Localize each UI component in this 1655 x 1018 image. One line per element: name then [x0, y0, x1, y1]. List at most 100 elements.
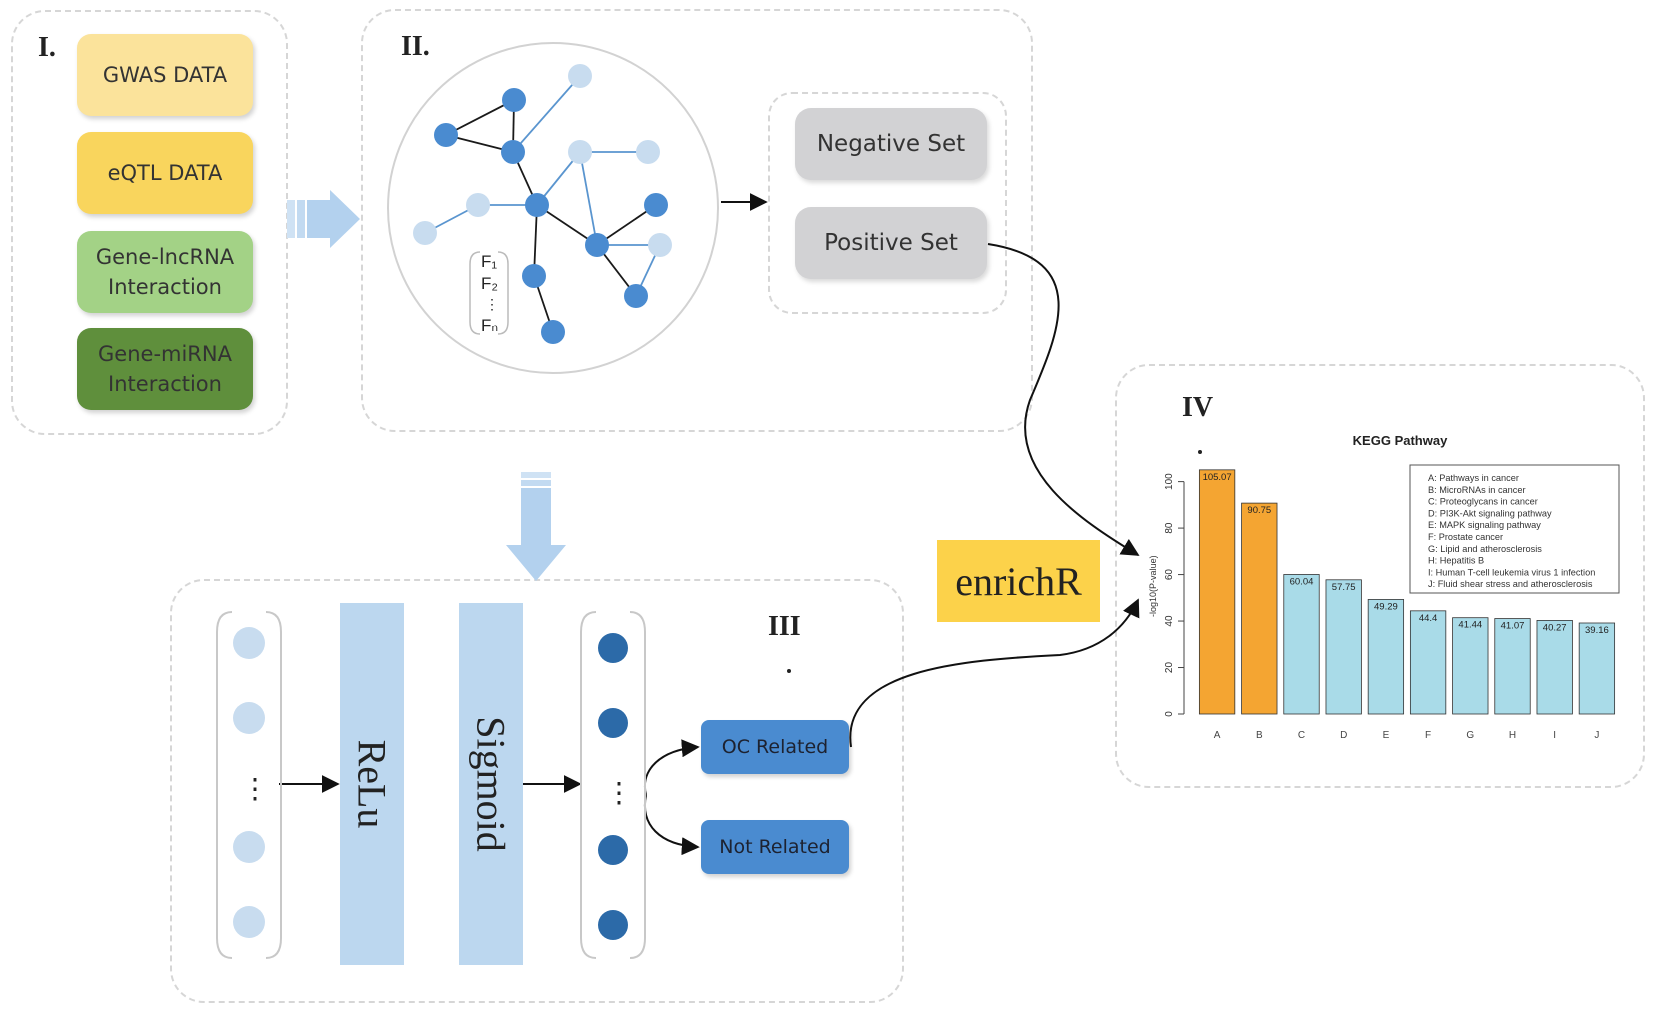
panel-1-label: I. [38, 32, 56, 63]
input-node [233, 702, 265, 734]
output-node [598, 633, 628, 663]
network-edge [445, 99, 515, 136]
x-tick-label: I [1553, 730, 1556, 741]
feature-vector: F₁ F₂ ⋮ Fₙ [469, 251, 509, 335]
input-node [233, 627, 265, 659]
input-layer: ⋮ [216, 611, 282, 959]
y-tick-label: 20 [1164, 662, 1175, 674]
legend-entry: E: MAPK signaling pathway [1428, 520, 1541, 530]
negative-set-box: Negative Set [795, 108, 987, 180]
bar [1325, 579, 1362, 715]
relu-layer: ReLu [340, 603, 404, 965]
x-tick-label: E [1383, 730, 1390, 741]
feature-fn: Fₙ [481, 316, 498, 335]
output-node [598, 708, 628, 738]
x-tick-label: G [1466, 730, 1474, 741]
arrow-to-oc-related [643, 739, 700, 796]
kegg-chart: KEGG Pathway020406080100-log10(P-value)1… [1148, 433, 1620, 741]
network-node [636, 140, 660, 164]
y-tick-label: 100 [1164, 473, 1175, 490]
flow-arrow-right [287, 190, 360, 248]
network-node [585, 233, 609, 257]
bar [1494, 618, 1531, 715]
network-node [413, 221, 437, 245]
not-related-box: Not Related [701, 820, 849, 874]
network-node [525, 193, 549, 217]
legend-entry: G: Lipid and atherosclerosis [1428, 544, 1542, 554]
x-tick-label: D [1340, 730, 1347, 741]
legend-entry: C: Proteoglycans in cancer [1428, 497, 1538, 507]
input-node [233, 831, 265, 863]
output-ellipsis: ⋮ [605, 777, 633, 808]
y-tick-label: 60 [1164, 569, 1175, 581]
oc-related-box: OC Related [701, 720, 849, 774]
y-tick-label: 80 [1164, 522, 1175, 534]
label-dot [1198, 450, 1202, 454]
panel-2-label: II. [401, 31, 430, 62]
network-node [644, 193, 668, 217]
feature-f1: F₁ [481, 252, 497, 271]
bar-value-label: 57.75 [1332, 582, 1356, 593]
x-tick-label: C [1298, 730, 1305, 741]
arrow-oc-to-chart [849, 598, 1140, 748]
x-tick-label: B [1256, 730, 1263, 741]
legend-entry: D: PI3K-Akt signaling pathway [1428, 508, 1552, 518]
network-node [624, 284, 648, 308]
enrichr-box: enrichR [937, 540, 1100, 622]
network-node [522, 264, 546, 288]
legend-entry: H: Hepatitis B [1428, 556, 1484, 566]
network-node [648, 233, 672, 257]
network-node [466, 193, 490, 217]
legend-entry: J: Fluid shear stress and atherosclerosi… [1428, 579, 1593, 589]
bar-value-label: 41.07 [1501, 621, 1525, 632]
bar [1409, 610, 1447, 715]
bar-value-label: 60.04 [1290, 576, 1314, 587]
network-node [568, 140, 592, 164]
panel-neural-network [170, 579, 904, 1003]
network-edge [579, 151, 598, 246]
legend-entry: B: MicroRNAs in cancer [1428, 485, 1526, 495]
x-tick-label: H [1509, 730, 1516, 741]
panel-3-label: III [768, 611, 801, 642]
y-axis-label: -log10(P-value) [1148, 555, 1158, 617]
legend-box [1409, 464, 1620, 594]
bar [1367, 599, 1405, 715]
input-node [233, 906, 265, 938]
network-node [434, 123, 458, 147]
legend-entry: F: Prostate cancer [1428, 532, 1503, 542]
input-ellipsis: ⋮ [241, 773, 269, 804]
positive-set-box: Positive Set [795, 207, 987, 279]
bar [1198, 469, 1236, 715]
x-tick-label: F [1425, 730, 1431, 741]
bar [1536, 620, 1573, 715]
panel-4-label: IV [1182, 392, 1214, 423]
legend-entry: I: Human T-cell leukemia virus 1 infecti… [1428, 567, 1595, 577]
gene-lncrna-box: Gene-lncRNA Interaction [77, 231, 253, 313]
sigmoid-layer: Sigmoid [459, 603, 523, 965]
chart-title: KEGG Pathway [1353, 433, 1448, 448]
network-node [541, 320, 565, 344]
arrow-positive-to-chart [987, 243, 1140, 556]
network-node [502, 88, 526, 112]
flow-arrow-down [506, 472, 566, 581]
bar-value-label: 44.4 [1419, 613, 1438, 624]
output-layer: ⋮ [580, 611, 646, 959]
bar-value-label: 90.75 [1247, 505, 1271, 516]
eqtl-data-box: eQTL DATA [77, 132, 253, 214]
x-tick-label: A [1214, 730, 1221, 741]
network-node [568, 64, 592, 88]
gwas-data-box: GWAS DATA [77, 34, 253, 116]
feature-f2: F₂ [481, 274, 498, 293]
bar [1283, 574, 1320, 715]
network-node [501, 140, 525, 164]
feature-dots: ⋮ [485, 296, 499, 312]
output-node [598, 910, 628, 940]
bar [1452, 617, 1489, 715]
arrow-to-not-related [643, 794, 700, 856]
bar-value-label: 105.07 [1203, 472, 1232, 483]
bar-value-label: 39.16 [1585, 625, 1609, 636]
network-edge [536, 204, 598, 246]
y-tick-label: 0 [1164, 711, 1175, 717]
legend-entry: A: Pathways in cancer [1428, 473, 1519, 483]
